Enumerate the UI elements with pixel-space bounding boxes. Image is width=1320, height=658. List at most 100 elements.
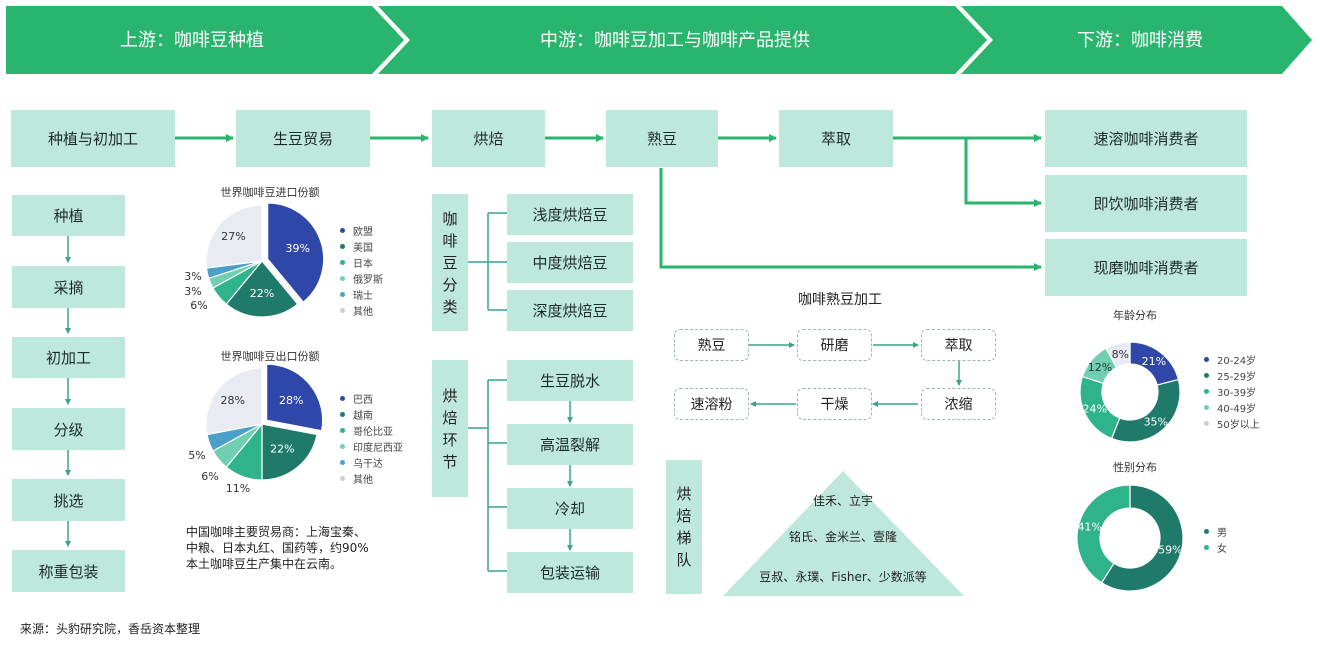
legend-item: 40-49岁 [1204,399,1260,415]
legend-swatch [340,475,345,481]
pie-value-label: 35% [1144,415,1168,428]
pie-slice [1076,484,1131,584]
legend-label: 男 [1217,527,1227,539]
export-pie-chart: 28%22%11%6%5%28% [188,363,324,495]
upstream-step: 初加工 [12,337,125,378]
legend-swatch [340,395,345,401]
age-donut-chart: 21%35%24%12%8% [1079,341,1181,443]
legend-item: 乌干达 [340,454,403,470]
processing-step: 干燥 [797,388,872,420]
legend-item: 50岁以上 [1204,415,1260,431]
pie-value-label: 3% [184,270,201,283]
roaster-team-label: 烘 焙 梯 队 [666,460,702,594]
legend-label: 俄罗斯 [353,274,383,286]
legend-swatch [340,275,345,281]
legend-label: 30-39岁 [1217,387,1257,399]
instant-consumer-box: 速溶咖啡消费者 [1045,110,1247,167]
pie-slice [1110,378,1181,443]
legend-item: 25-29岁 [1204,367,1260,383]
legend-swatch [340,459,345,465]
legend-label: 哥伦比亚 [353,426,393,438]
rtd-consumer-box: 即饮咖啡消费者 [1045,175,1247,232]
legend-item: 其他 [340,302,383,318]
legend-swatch [340,411,345,417]
legend-swatch [340,227,345,233]
pie-slice [205,367,263,436]
pie-value-label: 28% [220,394,244,407]
roast-category-item: 深度烘焙豆 [507,290,633,331]
legend-label: 其他 [353,306,373,318]
upstream-step: 分级 [12,408,125,450]
legend-item: 巴西 [340,390,403,406]
legend-label: 50岁以上 [1217,419,1260,431]
roast-process-item: 高温裂解 [507,424,633,465]
legend-item: 其他 [340,470,403,486]
roasting-box: 烘焙 [432,110,545,167]
legend-label: 40-49岁 [1217,403,1257,415]
pie-value-label: 27% [221,230,245,243]
upstream-step: 称重包装 [12,550,125,592]
legend-label: 25-29岁 [1217,371,1257,383]
processing-step: 浓缩 [921,388,996,420]
planting-box: 种植与初加工 [11,110,175,167]
legend-item: 印度尼西亚 [340,438,403,454]
roast-process-item: 包装运输 [507,552,633,593]
legend-swatch [1204,404,1209,410]
legend-item: 男 [1204,523,1227,539]
pie-value-label: 22% [250,287,274,300]
legend-swatch [1204,388,1209,394]
export-chart-title: 世界咖啡豆出口份额 [220,350,320,363]
legend-label: 欧盟 [353,226,373,238]
pie-value-label: 3% [184,285,201,298]
legend-label: 20-24岁 [1217,355,1257,367]
gender-donut-chart: 59%41% [1076,484,1184,592]
pie-value-label: 6% [190,299,207,312]
gender-chart-title: 性别分布 [1113,461,1157,474]
roast-category-item: 浅度烘焙豆 [507,194,633,235]
upstream-step: 种植 [12,195,125,236]
legend-swatch [340,243,345,249]
pie-slice [1100,484,1184,592]
roaster-tier-3: 豆叔、永璞、Fisher、少数派等 [759,570,927,584]
pie-value-label: 21% [1142,355,1166,368]
pie-value-label: 24% [1082,403,1106,416]
pie-slice [266,363,324,432]
export-legend: 巴西越南哥伦比亚印度尼西亚乌干达其他 [340,390,403,486]
pie-slice [261,423,318,481]
upstream-step: 采摘 [12,266,125,308]
roast-process-label: 烘 焙 环 节 [432,360,468,497]
legend-swatch [340,427,345,433]
legend-item: 欧盟 [340,222,383,238]
import-pie-chart: 39%22%6%3%3%27% [184,202,325,318]
bean-trade-box: 生豆贸易 [236,110,370,167]
legend-swatch [340,259,345,265]
processing-step: 速溶粉 [674,388,749,420]
roast-process-item: 冷却 [507,488,633,529]
extraction-box: 萃取 [779,110,893,167]
roaster-pyramid [723,471,964,596]
legend-label: 越南 [353,410,373,422]
legend-label: 瑞士 [353,290,373,302]
legend-item: 越南 [340,406,403,422]
stage-midstream: 中游：咖啡豆加工与咖啡产品提供 [540,30,810,51]
pie-value-label: 8% [1112,348,1129,361]
fresh-consumer-box: 现磨咖啡消费者 [1045,239,1247,296]
stage-banner: 上游：咖啡豆种植 中游：咖啡豆加工与咖啡产品提供 下游：咖啡消费 [6,6,1312,74]
roast-category-label: 咖 啡 豆 分 类 [432,194,468,331]
pie-slice [225,260,299,318]
legend-swatch [340,443,345,449]
legend-label: 日本 [353,258,373,270]
import-chart-title: 世界咖啡豆进口份额 [220,186,320,199]
source-note: 来源：头豹研究院，香岳资本整理 [20,622,201,636]
legend-item: 美国 [340,238,383,254]
processing-step: 熟豆 [674,329,749,361]
legend-label: 美国 [353,242,373,254]
legend-label: 其他 [353,474,373,486]
legend-item: 女 [1204,539,1227,555]
roaster-tier-2: 铭氏、金米兰、壹隆 [788,530,897,544]
upstream-step: 挑选 [12,479,125,521]
legend-swatch [1204,544,1209,550]
legend-swatch [340,291,345,297]
trader-note: 中国咖啡主要贸易商：上海宝秦、 中粮、日本丸红、国药等，约90% 本土咖啡豆生产… [186,525,369,571]
